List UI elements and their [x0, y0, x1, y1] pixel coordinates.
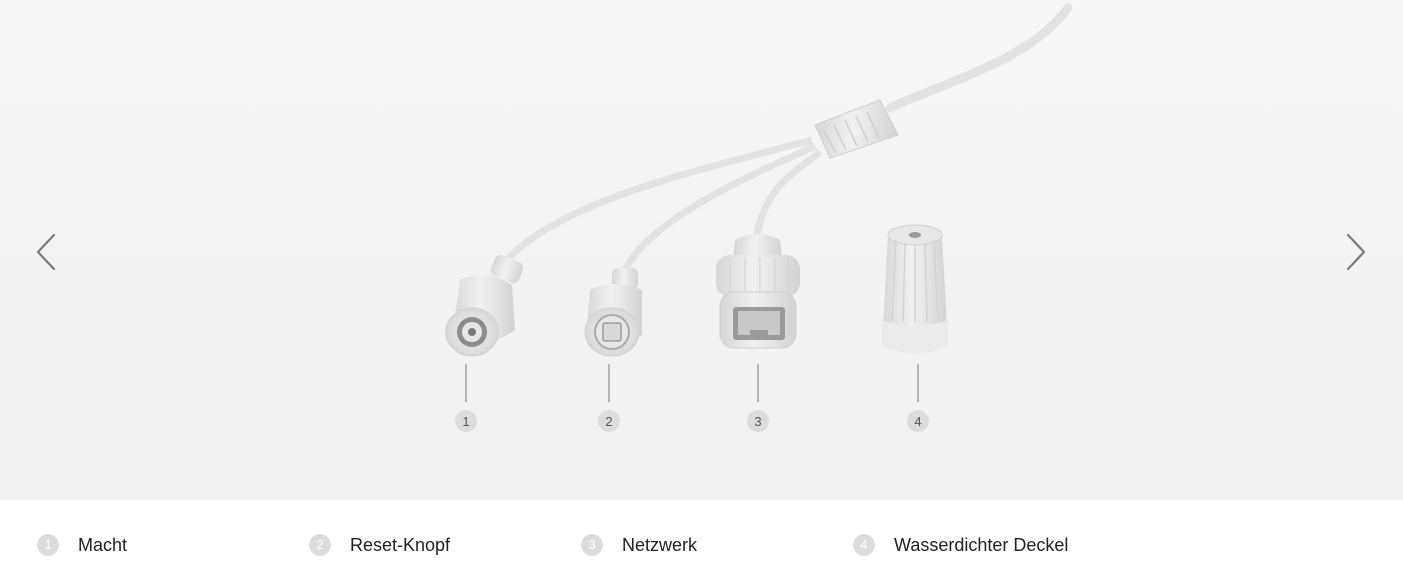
- main-cable: [885, 3, 1073, 113]
- legend-item-waterproof-cap: 4 Wasserdichter Deckel: [853, 534, 1068, 556]
- legend-number-badge: 3: [581, 534, 603, 556]
- legend-number-badge: 1: [37, 534, 59, 556]
- legend-label: Netzwerk: [622, 534, 698, 555]
- waterproof-cap: [882, 224, 948, 354]
- legend-label: Macht: [78, 534, 128, 555]
- svg-text:2: 2: [605, 414, 612, 429]
- legend-item-reset: 2 Reset-Knopf: [309, 534, 450, 556]
- network-connector: [716, 234, 800, 349]
- legend-label: Reset-Knopf: [350, 534, 451, 555]
- legend-number-badge: 4: [853, 534, 875, 556]
- product-gallery: 1 2 3 4: [0, 0, 1403, 500]
- chevron-right-icon: [1346, 233, 1366, 271]
- power-connector: [445, 254, 524, 357]
- reset-connector: [584, 268, 642, 357]
- feature-legend: 1 Macht 2 Reset-Knopf 3 Netzwerk 4 Wasse…: [0, 500, 1403, 583]
- cable-splitter: [814, 99, 899, 159]
- callout-1: 1: [455, 364, 477, 432]
- svg-text:1: 1: [462, 414, 469, 429]
- chevron-left-icon: [36, 233, 56, 271]
- network-cable: [753, 149, 823, 236]
- svg-text:4: 4: [914, 414, 921, 429]
- legend-item-power: 1 Macht: [37, 534, 127, 556]
- previous-slide-button[interactable]: [24, 228, 68, 276]
- cable-connector-illustration: 1 2 3 4: [445, 3, 1073, 432]
- legend-label: Wasserdichter Deckel: [894, 534, 1069, 555]
- reset-cable: [621, 142, 817, 272]
- svg-text:3: 3: [754, 414, 761, 429]
- callout-2: 2: [598, 364, 620, 432]
- power-cable: [502, 136, 813, 265]
- legend-item-network: 3 Netzwerk: [581, 534, 697, 556]
- legend-number-badge: 2: [309, 534, 331, 556]
- next-slide-button[interactable]: [1334, 228, 1378, 276]
- callout-4: 4: [907, 364, 929, 432]
- callout-3: 3: [747, 364, 769, 432]
